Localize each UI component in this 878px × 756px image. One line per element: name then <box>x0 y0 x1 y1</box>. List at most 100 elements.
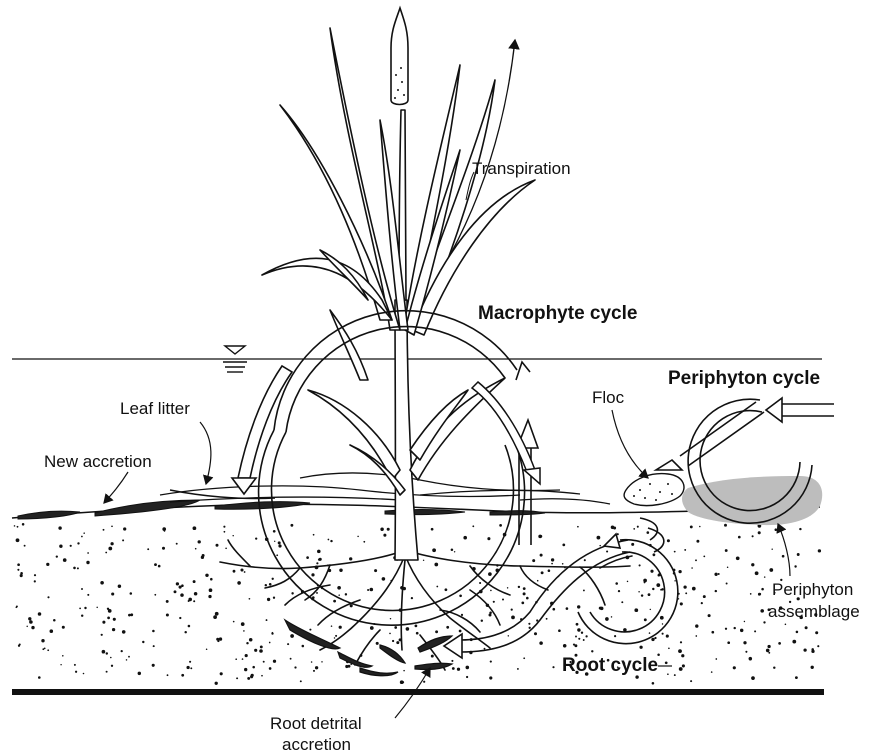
new-accretion-label: New accretion <box>44 452 152 472</box>
sediment-dot <box>53 619 56 622</box>
sediment-dot <box>782 555 785 558</box>
sediment-dot <box>233 621 235 623</box>
sediment-dot <box>402 681 404 683</box>
sediment-dot <box>654 637 656 639</box>
sediment-dot <box>650 570 653 573</box>
sediment-dot <box>649 632 651 634</box>
sediment-dot <box>81 588 83 590</box>
sediment-dot <box>389 633 391 635</box>
macrophyte-cycle-label: Macrophyte cycle <box>478 303 637 325</box>
sediment-dot <box>29 620 33 624</box>
sediment-dot <box>769 568 773 572</box>
sediment-dot <box>577 628 580 631</box>
sediment-dot <box>31 626 34 629</box>
sediment-dot <box>711 631 714 634</box>
sediment-dot <box>551 558 554 561</box>
sediment-dot <box>415 625 418 628</box>
sediment-dot <box>785 624 787 626</box>
sediment-dot <box>534 632 537 635</box>
sediment-dot <box>733 666 736 669</box>
sediment-dot <box>638 591 640 593</box>
sediment-dot <box>126 659 128 661</box>
floc-label: Floc <box>592 388 624 408</box>
sediment-dot <box>333 600 336 603</box>
sediment-dot <box>16 606 18 608</box>
sediment-dot <box>195 548 197 550</box>
sediment-dot <box>529 627 531 629</box>
sediment-dot <box>111 592 114 595</box>
sediment-dot <box>614 635 616 637</box>
sediment-dot <box>42 648 44 650</box>
sediment-dot <box>189 661 191 663</box>
sediment-dot <box>606 550 608 552</box>
sediment-dot <box>167 674 169 676</box>
sediment-dot <box>224 531 226 533</box>
sediment-dot <box>758 531 761 534</box>
sediment-dot <box>490 661 492 663</box>
sediment-dot <box>73 567 76 570</box>
sediment-dot <box>154 563 157 566</box>
sediment-dot <box>652 588 654 590</box>
sediment-dot <box>339 626 342 629</box>
sediment-dot <box>215 612 219 616</box>
sediment-dot <box>794 565 796 567</box>
sediment-dot <box>703 595 706 598</box>
sediment-dot <box>112 628 115 631</box>
sediment-dot <box>548 569 551 572</box>
macrophyte-plant <box>262 28 535 560</box>
sediment-dot <box>472 525 474 527</box>
sediment-dot <box>767 645 770 648</box>
sediment-dot <box>110 542 113 545</box>
sediment-dot <box>799 528 801 530</box>
sediment-dot <box>20 572 23 575</box>
sediment-dot <box>56 555 58 557</box>
sediment-dot <box>259 649 263 653</box>
sediment-dot <box>269 667 272 670</box>
sediment-dot <box>251 674 254 677</box>
sediment-dot <box>110 657 112 659</box>
sediment-dot <box>679 667 683 671</box>
sediment-dot <box>805 626 808 629</box>
sediment-dot <box>102 621 105 624</box>
sediment-dot <box>210 578 213 581</box>
sediment-dot <box>106 671 108 673</box>
sediment-dot <box>724 524 727 527</box>
sediment-dot <box>759 593 761 595</box>
sediment-dot <box>337 586 341 590</box>
sediment-dot <box>647 531 650 534</box>
sediment-dot <box>38 612 42 616</box>
sediment-dot <box>666 635 669 638</box>
sediment-dot <box>300 680 302 682</box>
sediment-dot <box>18 645 20 647</box>
root-detrital-label-1: Root detrital <box>270 714 362 734</box>
sediment-dot <box>302 645 305 648</box>
sediment-dot <box>562 544 565 547</box>
sediment-dot <box>188 600 190 602</box>
sediment-dot <box>246 642 248 644</box>
sediment-dot <box>797 553 800 556</box>
sediment-dot <box>489 611 492 614</box>
sediment-dot <box>423 681 425 683</box>
sediment-dot <box>38 676 41 679</box>
sediment-dot <box>740 629 743 632</box>
sediment-dot <box>232 535 233 536</box>
sediment-dot <box>383 534 386 537</box>
sediment-dot <box>216 544 219 547</box>
sediment-dot <box>605 617 609 621</box>
sediment-dot <box>223 526 225 528</box>
sediment-dot <box>245 654 248 657</box>
cattail-spike <box>391 8 408 105</box>
sediment-dot <box>796 631 799 634</box>
sediment-dot <box>639 646 642 649</box>
sediment-dot <box>764 576 765 577</box>
sediment-dot <box>416 632 419 635</box>
sediment-dot <box>734 627 736 629</box>
sediment-dot <box>321 661 322 662</box>
sediment-dot <box>644 618 647 621</box>
sediment-dot <box>766 649 770 653</box>
periphyton-assemblage-label-1: Periphyton <box>772 580 853 600</box>
sediment-dot <box>517 668 519 670</box>
sediment-dot <box>674 551 676 553</box>
sediment-dot <box>186 666 189 669</box>
sediment-dot <box>584 559 586 561</box>
